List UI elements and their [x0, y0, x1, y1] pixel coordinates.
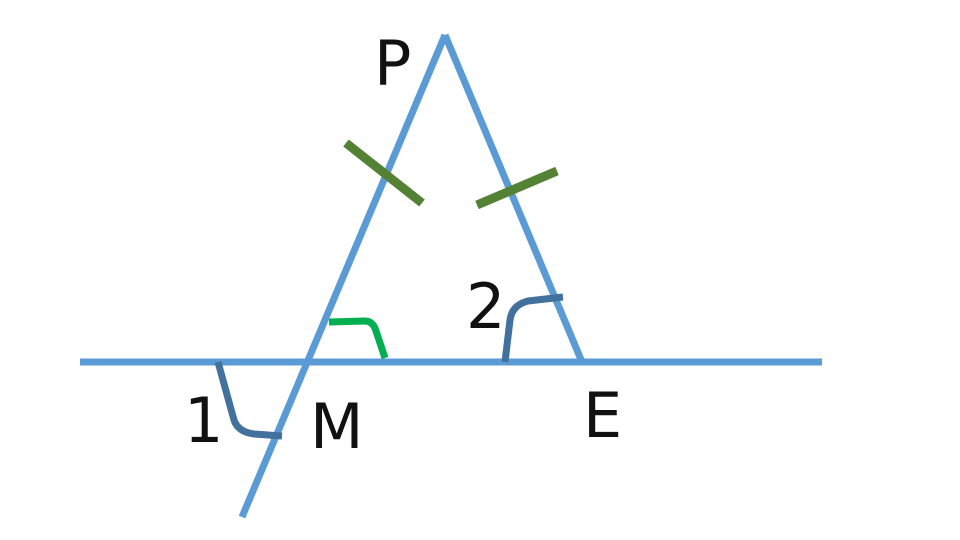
angle-label-one: 1 [184, 384, 223, 457]
vertex-label-e: E [583, 379, 622, 452]
angle-arc-two [501, 293, 564, 363]
vertex-label-m: M [310, 390, 364, 463]
angle-arc-pme [328, 317, 389, 360]
angle-arc-one [214, 361, 283, 440]
vertex-label-p: P [374, 27, 411, 100]
angle-label-two: 2 [466, 270, 505, 343]
tick-mark-pe [475, 166, 559, 210]
tick-mark-pm [343, 139, 425, 207]
side-pe [441, 33, 586, 364]
